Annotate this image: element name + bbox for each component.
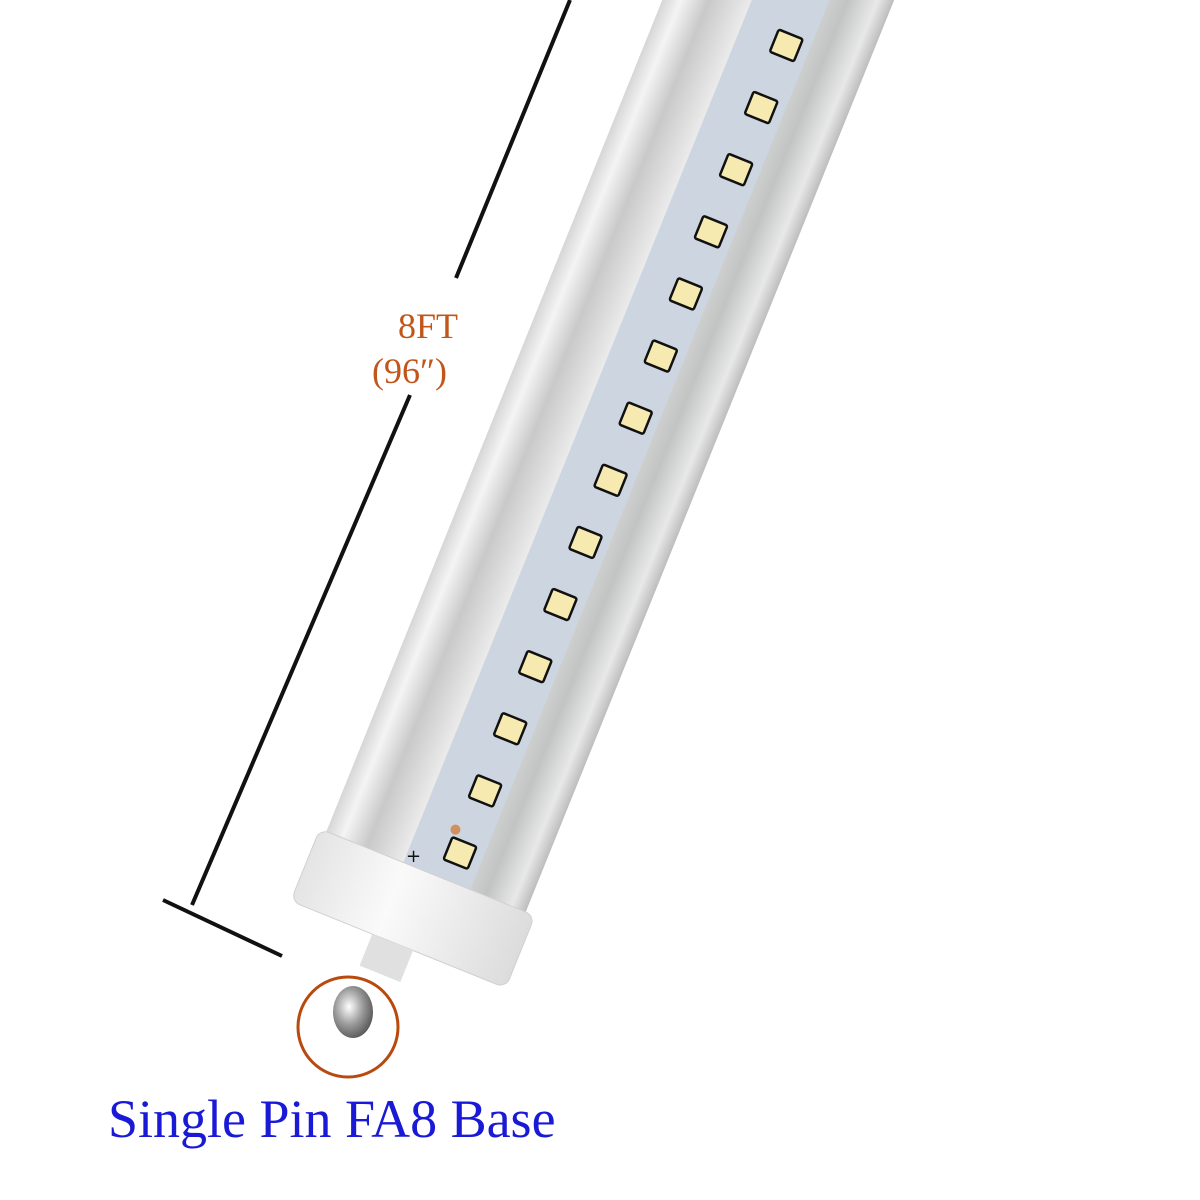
led-chip (718, 153, 754, 187)
led-chip (493, 712, 528, 746)
led-chip (668, 277, 704, 311)
led-row (442, 28, 804, 870)
led-chip (467, 774, 503, 808)
led-chip (769, 28, 804, 63)
led-chip (442, 836, 478, 870)
dimension-line (162, 0, 572, 958)
pin-stem (359, 934, 414, 983)
length-label: 8FT (398, 306, 459, 346)
led-chip (543, 587, 578, 622)
led-chip (693, 215, 729, 249)
inches-label: (96″) (372, 351, 447, 391)
tube-group (293, 0, 1009, 986)
tube-body (322, 0, 1009, 922)
led-chip (568, 525, 603, 560)
led-chip (618, 401, 653, 435)
led-chip (593, 463, 628, 497)
single-pin (333, 986, 373, 1038)
caption: Single Pin FA8 Base (108, 1089, 556, 1149)
led-chip (744, 90, 779, 125)
led-chip (518, 650, 553, 684)
pcb-dot (450, 824, 461, 835)
pcb-plus: + (406, 846, 421, 867)
led-chip (643, 339, 679, 373)
highlight-circle (296, 975, 400, 1079)
